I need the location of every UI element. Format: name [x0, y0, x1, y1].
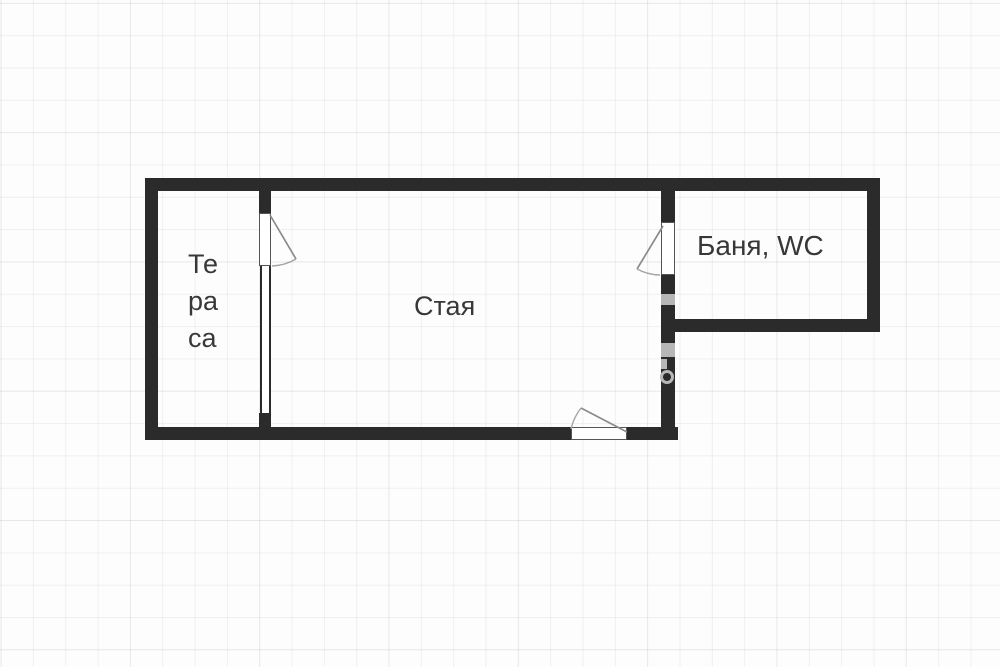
wall-bottom [145, 427, 678, 440]
door-arc-terrace [271, 258, 297, 267]
room-label-living: Стая [414, 291, 476, 321]
door-arc-entrance [570, 407, 582, 430]
wall-bathroom-right [867, 178, 880, 332]
window-terrace-partition [260, 266, 271, 413]
room-label-terrace-line: Те [188, 249, 218, 279]
door-opening-terrace [259, 213, 271, 266]
door-arc-bathroom [636, 268, 661, 276]
watermark-notch [661, 359, 667, 369]
wall-bath-partition-upper [661, 191, 675, 222]
watermark-band [661, 294, 675, 305]
room-label-terrace: Те ра са [188, 246, 218, 357]
door-leaf-terrace [269, 214, 297, 260]
wall-left [145, 178, 158, 440]
wall-top [145, 178, 880, 191]
room-label-terrace-line: ра [188, 286, 219, 316]
watermark-band [661, 343, 675, 357]
room-label-terrace-line: са [188, 323, 217, 353]
wall-bathroom-bottom [675, 319, 880, 332]
door-opening-bathroom [661, 222, 675, 275]
door-leaf-bathroom [636, 225, 664, 270]
wall-terrace-partition-upper [259, 191, 271, 213]
door-opening-entrance [571, 427, 627, 440]
wall-terrace-partition-lower [259, 413, 271, 427]
room-label-bathroom: Баня, WC [697, 230, 824, 261]
